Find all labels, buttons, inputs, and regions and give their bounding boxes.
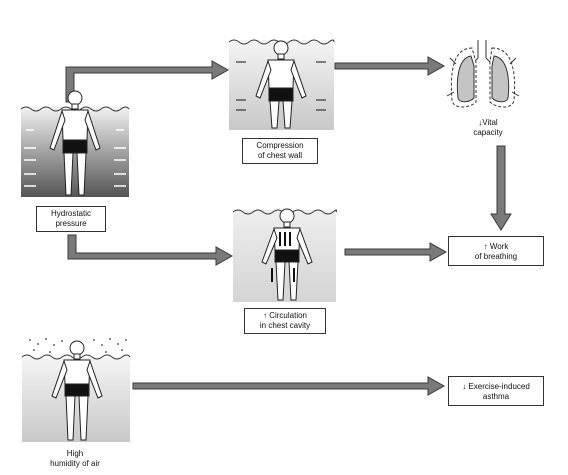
arrow-hydrostatic-to-compression [65,60,230,103]
humidity-panel [21,338,131,442]
circulation-label: ↑ Circulation in chest cavity [244,308,326,334]
swimmer-icon [49,90,101,196]
swimmer-icon [255,40,307,129]
circulation-panel [232,208,338,302]
blood-flow-marks [271,232,295,282]
arrow-compression-to-vital [334,56,446,76]
work-of-breathing-label: ↑ Work of breathing [448,236,544,266]
arrow-humidity-to-asthma [132,376,446,396]
arrow-circulation-to-work [344,242,448,262]
compression-marks [236,61,326,111]
humidity-label: High humidity of air [50,449,100,468]
exercise-asthma-label: ↓ Exercise-induced asthma [448,376,544,406]
compression-panel [228,39,335,130]
hydrostatic-pressure-label: Hydrostatic pressure [36,206,106,232]
arrow-vital-to-work [490,145,512,231]
arrow-hydrostatic-to-circulation [67,234,234,266]
vital-capacity-label: ↓Vital capacity [473,118,503,137]
pressure-marks-right [114,129,126,187]
pressure-marks-left [24,129,36,187]
swimmer-icon [51,340,103,441]
humidity-dots [29,338,127,353]
compression-label: Compression of chest wall [242,138,318,164]
hydrostatic-panel [20,90,130,197]
lungs-icon [446,40,520,108]
